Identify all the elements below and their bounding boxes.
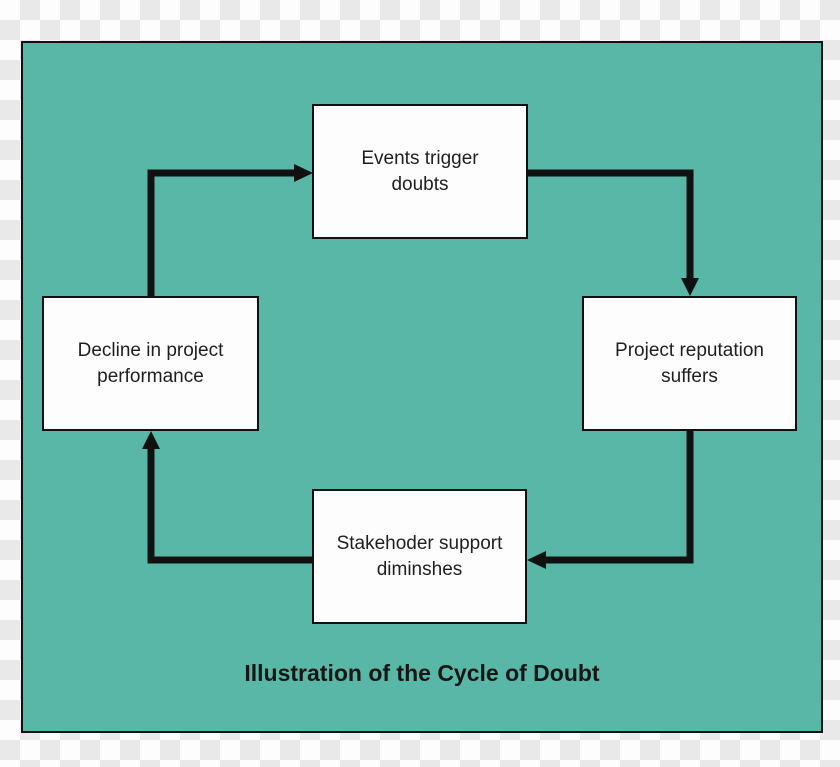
node-label: Project reputation suffers xyxy=(615,338,764,390)
node-stakeholder-support-diminishes: Stakehoder support diminshes xyxy=(312,489,527,624)
arrowhead-right-icon xyxy=(294,164,313,182)
node-label-line: doubts xyxy=(391,173,449,195)
node-project-reputation-suffers: Project reputation suffers xyxy=(582,296,797,431)
node-label: Events trigger doubts xyxy=(361,146,478,198)
arrowhead-up-icon xyxy=(142,431,160,449)
node-label-line: Decline in project xyxy=(77,339,224,361)
node-label-line: Project reputation xyxy=(615,339,764,361)
arrowhead-down-icon xyxy=(681,278,699,296)
node-decline-in-project-performance: Decline in project performance xyxy=(42,296,259,431)
cycle-arrows xyxy=(142,164,699,569)
node-label-line: Events trigger xyxy=(361,147,479,169)
diagram-title: Illustration of the Cycle of Doubt xyxy=(244,660,600,686)
diagram-canvas: Events trigger doubts Project reputation… xyxy=(21,41,823,733)
node-label-line: diminshes xyxy=(376,558,463,580)
arrow-events-to-reputation xyxy=(528,169,699,296)
node-events-trigger-doubts: Events trigger doubts xyxy=(312,104,528,239)
node-label: Decline in project performance xyxy=(78,338,224,390)
arrowhead-left-icon xyxy=(527,551,546,569)
arrow-decline-to-events xyxy=(147,164,313,296)
node-label-line: Stakehoder support xyxy=(336,532,503,554)
node-label-line: performance xyxy=(97,365,204,387)
node-label: Stakehoder support diminshes xyxy=(337,531,503,583)
node-label-line: suffers xyxy=(661,365,718,387)
arrow-stakeholder-to-decline xyxy=(142,431,312,564)
arrow-reputation-to-stakeholder xyxy=(527,431,694,569)
